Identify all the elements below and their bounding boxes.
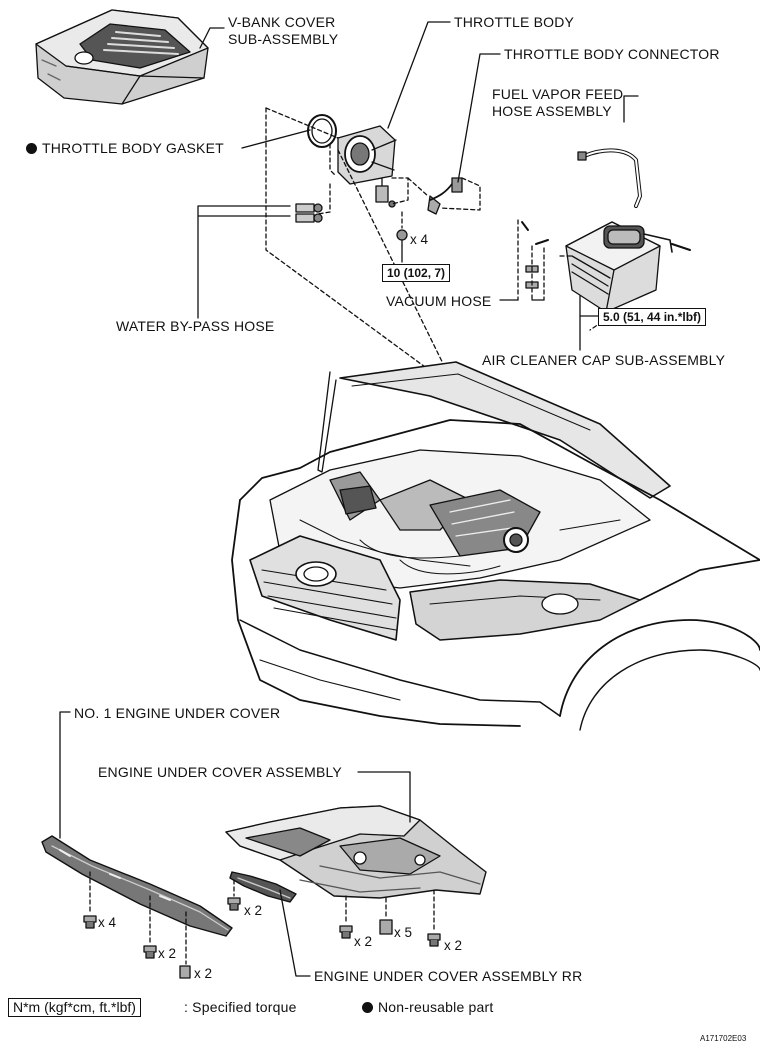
- label-fuel-vapor-line2: HOSE ASSEMBLY: [492, 103, 612, 119]
- throttle-connector-leader: [457, 53, 501, 183]
- under-cover-rr-drawing: [229, 871, 297, 903]
- label-air-cleaner-cap: AIR CLEANER CAP SUB-ASSEMBLY: [482, 352, 726, 368]
- qty-assembly-b: x 5: [394, 925, 413, 940]
- throttle-body-drawing: [295, 114, 463, 247]
- label-throttle-body: THROTTLE BODY: [454, 14, 575, 30]
- legend-non-reusable: Non-reusable part: [362, 999, 493, 1016]
- v-bank-cover-drawing: [35, 9, 209, 105]
- label-throttle-body-connector: THROTTLE BODY CONNECTOR: [504, 46, 720, 62]
- label-throttle-body-gasket-text: THROTTLE BODY GASKET: [42, 140, 224, 156]
- no1-under-cover-drawing: [41, 835, 233, 979]
- qty-no1-cover-b: x 2: [158, 946, 177, 961]
- legend-torque-unit: N*m (kgf*cm, ft.*lbf): [8, 998, 141, 1017]
- under-cover-assembly-leader: [357, 771, 411, 823]
- non-reusable-dot-icon: [26, 143, 37, 154]
- fuel-vapor-hose-drawing: [577, 148, 642, 208]
- label-fuel-vapor-line1: FUEL VAPOR FEED: [492, 86, 624, 102]
- torque-air-cleaner: 5.0 (51, 44 in.*lbf): [598, 308, 707, 326]
- air-cleaner-leader: [579, 295, 599, 351]
- qty-throttle-bolts: x 4: [410, 232, 429, 247]
- qty-rr-clips: x 2: [244, 903, 263, 918]
- assembly-bolts: [227, 897, 441, 947]
- vehicle-drawing: [231, 361, 760, 731]
- under-cover-rr-leader: [279, 889, 311, 977]
- no1-cover-leader: [59, 711, 71, 839]
- water-bypass-leader: [197, 205, 291, 319]
- qty-no1-cover-a: x 4: [98, 915, 117, 930]
- label-engine-under-cover-assembly: ENGINE UNDER COVER ASSEMBLY: [98, 764, 342, 780]
- label-vacuum-hose: VACUUM HOSE: [386, 293, 492, 309]
- v-bank-leader: [199, 27, 225, 49]
- label-throttle-body-gasket: THROTTLE BODY GASKET: [26, 140, 224, 157]
- label-v-bank-cover-line2: SUB-ASSEMBLY: [228, 31, 339, 47]
- gasket-leader: [241, 129, 311, 149]
- qty-assembly-c: x 2: [444, 938, 463, 953]
- legend-non-reusable-text: Non-reusable part: [378, 999, 494, 1015]
- label-engine-under-cover-rr: ENGINE UNDER COVER ASSEMBLY RR: [314, 968, 583, 984]
- qty-assembly-a: x 2: [354, 934, 373, 949]
- non-reusable-dot-icon: [362, 1002, 373, 1013]
- throttle-body-leader: [387, 21, 451, 129]
- no1-cover-guides: [89, 871, 187, 965]
- under-cover-assembly-drawing: [225, 805, 487, 899]
- torque-throttle-bolts: 10 (102, 7): [382, 264, 451, 282]
- qty-no1-cover-c: x 2: [194, 966, 213, 981]
- fuel-vapor-leader: [623, 95, 639, 123]
- label-water-bypass-hose: WATER BY-PASS HOSE: [116, 318, 275, 334]
- air-cleaner-cap-drawing: [565, 221, 691, 313]
- label-v-bank-cover-line1: V-BANK COVER: [228, 14, 336, 30]
- assembly-guides: [233, 879, 435, 933]
- figure-code: A171702E03: [700, 1034, 747, 1043]
- label-no1-engine-under-cover: NO. 1 ENGINE UNDER COVER: [74, 705, 281, 721]
- legend-torque-desc: : Specified torque: [184, 999, 297, 1015]
